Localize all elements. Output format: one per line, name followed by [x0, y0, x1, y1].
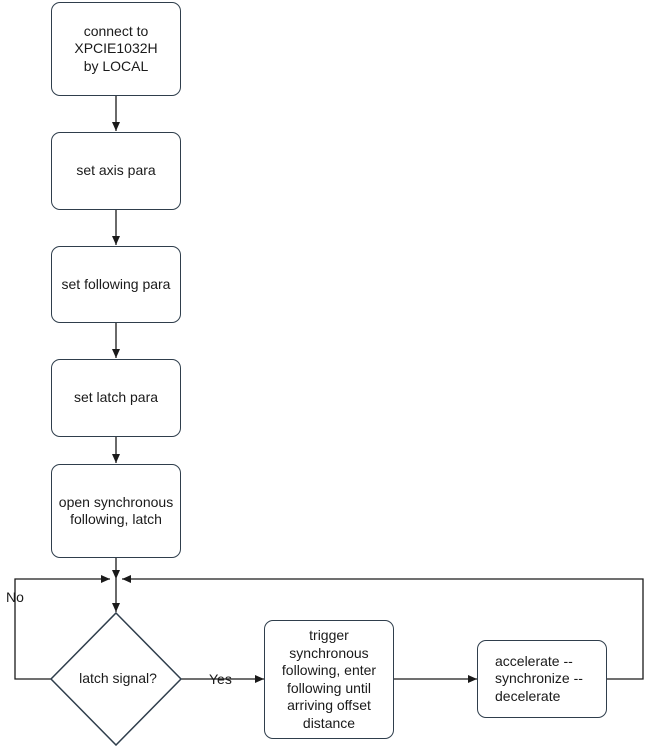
decision-diamond: [49, 611, 183, 746]
node-connect: connect to XPCIE1032H by LOCAL: [51, 2, 181, 96]
edge-label-no: No: [6, 589, 24, 605]
node-set-latch-para: set latch para: [51, 359, 181, 437]
node-set-axis-para: set axis para: [51, 132, 181, 210]
edge-no-loop: [14, 575, 110, 680]
edge-label-yes: Yes: [209, 671, 232, 687]
node-accelerate: accelerate -- synchronize -- decelerate: [477, 640, 607, 718]
edge-feedback-loop: [122, 575, 644, 680]
node-trigger-synchronous: trigger synchronous following, enter fol…: [264, 620, 394, 739]
decision-label: latch signal?: [79, 670, 157, 686]
node-set-following-para: set following para: [51, 246, 181, 323]
node-open-synchronous: open synchronous following, latch: [51, 464, 181, 558]
